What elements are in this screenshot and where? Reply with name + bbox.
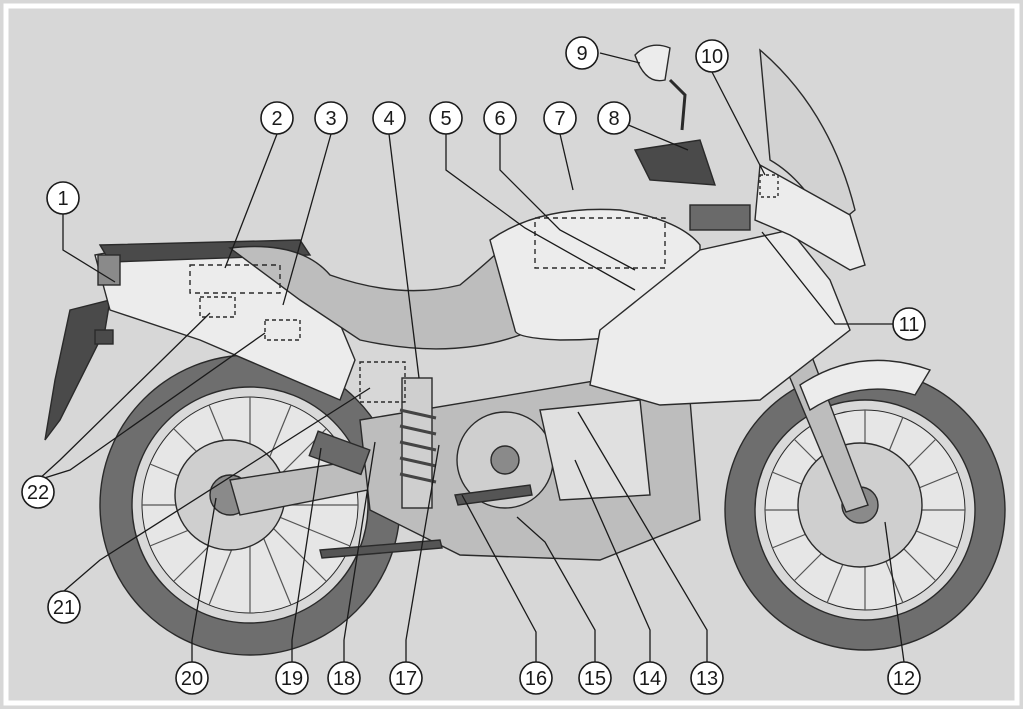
callout-13: 13 <box>690 661 724 695</box>
callout-circle <box>314 101 348 135</box>
callout-label: 1 <box>57 188 68 210</box>
callout-label: 17 <box>395 668 417 690</box>
callout-3: 3 <box>314 101 348 135</box>
callout-circle <box>690 661 724 695</box>
callout-circle <box>695 39 729 73</box>
callout-10: 10 <box>695 39 729 73</box>
callout-circle <box>578 661 612 695</box>
tank-label-area <box>534 217 666 269</box>
callout-label: 20 <box>181 668 203 690</box>
callout-circle <box>887 661 921 695</box>
mirror-stem <box>668 78 687 131</box>
front-wheel <box>724 369 1006 651</box>
tail-label-area-lower <box>199 296 236 318</box>
callout-5: 5 <box>429 101 463 135</box>
callout-label: 8 <box>608 108 619 130</box>
callout-12: 12 <box>887 661 921 695</box>
leader-lines <box>37 52 905 663</box>
callout-21: 21 <box>47 590 81 624</box>
rear-shock <box>399 377 437 509</box>
callout-label: 21 <box>53 597 75 619</box>
seat <box>228 245 521 350</box>
callout-label: 2 <box>271 108 282 130</box>
callout-16: 16 <box>519 661 553 695</box>
callout-circle <box>21 475 55 509</box>
callout-4: 4 <box>372 101 406 135</box>
callout-17: 17 <box>389 661 423 695</box>
handlebar-clamp <box>689 204 751 231</box>
callout-circle <box>389 661 423 695</box>
windscreen <box>759 48 856 232</box>
side-stand <box>319 539 443 559</box>
callout-label: 6 <box>494 108 505 130</box>
rear-indicator <box>94 329 114 345</box>
callout-circle <box>597 101 631 135</box>
diagram-frame <box>3 3 1020 706</box>
callout-label: 13 <box>696 668 718 690</box>
hand-guard <box>633 139 716 186</box>
callout-label: 19 <box>281 668 303 690</box>
callout-circle <box>260 101 294 135</box>
callout-circle <box>519 661 553 695</box>
callout-label: 3 <box>325 108 336 130</box>
callout-circle <box>372 101 406 135</box>
front-mudguard <box>799 359 932 412</box>
callout-circle <box>633 661 667 695</box>
callout-18: 18 <box>327 661 361 695</box>
headlight-fairing <box>754 163 866 271</box>
callout-label: 16 <box>525 668 547 690</box>
callout-circle <box>47 590 81 624</box>
callout-15: 15 <box>578 661 612 695</box>
callout-20: 20 <box>175 661 209 695</box>
tail-label-area-right <box>264 319 301 341</box>
callout-circle <box>543 101 577 135</box>
callout-circle <box>429 101 463 135</box>
fairing-label-area <box>759 174 779 198</box>
callout-label: 22 <box>27 482 49 504</box>
callout-2: 2 <box>260 101 294 135</box>
callout-circle <box>565 36 599 70</box>
passenger-footpeg <box>308 430 371 476</box>
callout-label: 12 <box>893 668 915 690</box>
callout-11: 11 <box>892 307 926 341</box>
callout-19: 19 <box>275 661 309 695</box>
callout-22: 22 <box>21 475 55 509</box>
callout-label: 18 <box>333 668 355 690</box>
callout-6: 6 <box>483 101 517 135</box>
motorcycle-illustration <box>44 44 1006 656</box>
mirror <box>634 44 671 82</box>
callout-circle <box>275 661 309 695</box>
callout-14: 14 <box>633 661 667 695</box>
callout-circle <box>46 181 80 215</box>
callout-label: 9 <box>576 43 587 65</box>
callout-1: 1 <box>46 181 80 215</box>
callout-circle <box>175 661 209 695</box>
callout-8: 8 <box>597 101 631 135</box>
callout-9: 9 <box>565 36 599 70</box>
side-fairing <box>589 229 851 406</box>
callout-circle <box>327 661 361 695</box>
callout-label: 10 <box>701 46 723 68</box>
radiator-panel <box>539 399 651 501</box>
callout-label: 11 <box>899 314 920 336</box>
callout-label: 14 <box>639 668 661 690</box>
callout-7: 7 <box>543 101 577 135</box>
frame-label-area <box>359 361 406 403</box>
callout-label: 5 <box>440 108 451 130</box>
tail-label-area-upper <box>189 264 281 294</box>
callout-label: 15 <box>584 668 606 690</box>
callout-label: 4 <box>383 108 394 130</box>
callout-circle <box>892 307 926 341</box>
gear-lever <box>454 484 533 506</box>
tail-light <box>97 254 121 286</box>
callout-circle <box>483 101 517 135</box>
callout-label: 7 <box>554 108 565 130</box>
